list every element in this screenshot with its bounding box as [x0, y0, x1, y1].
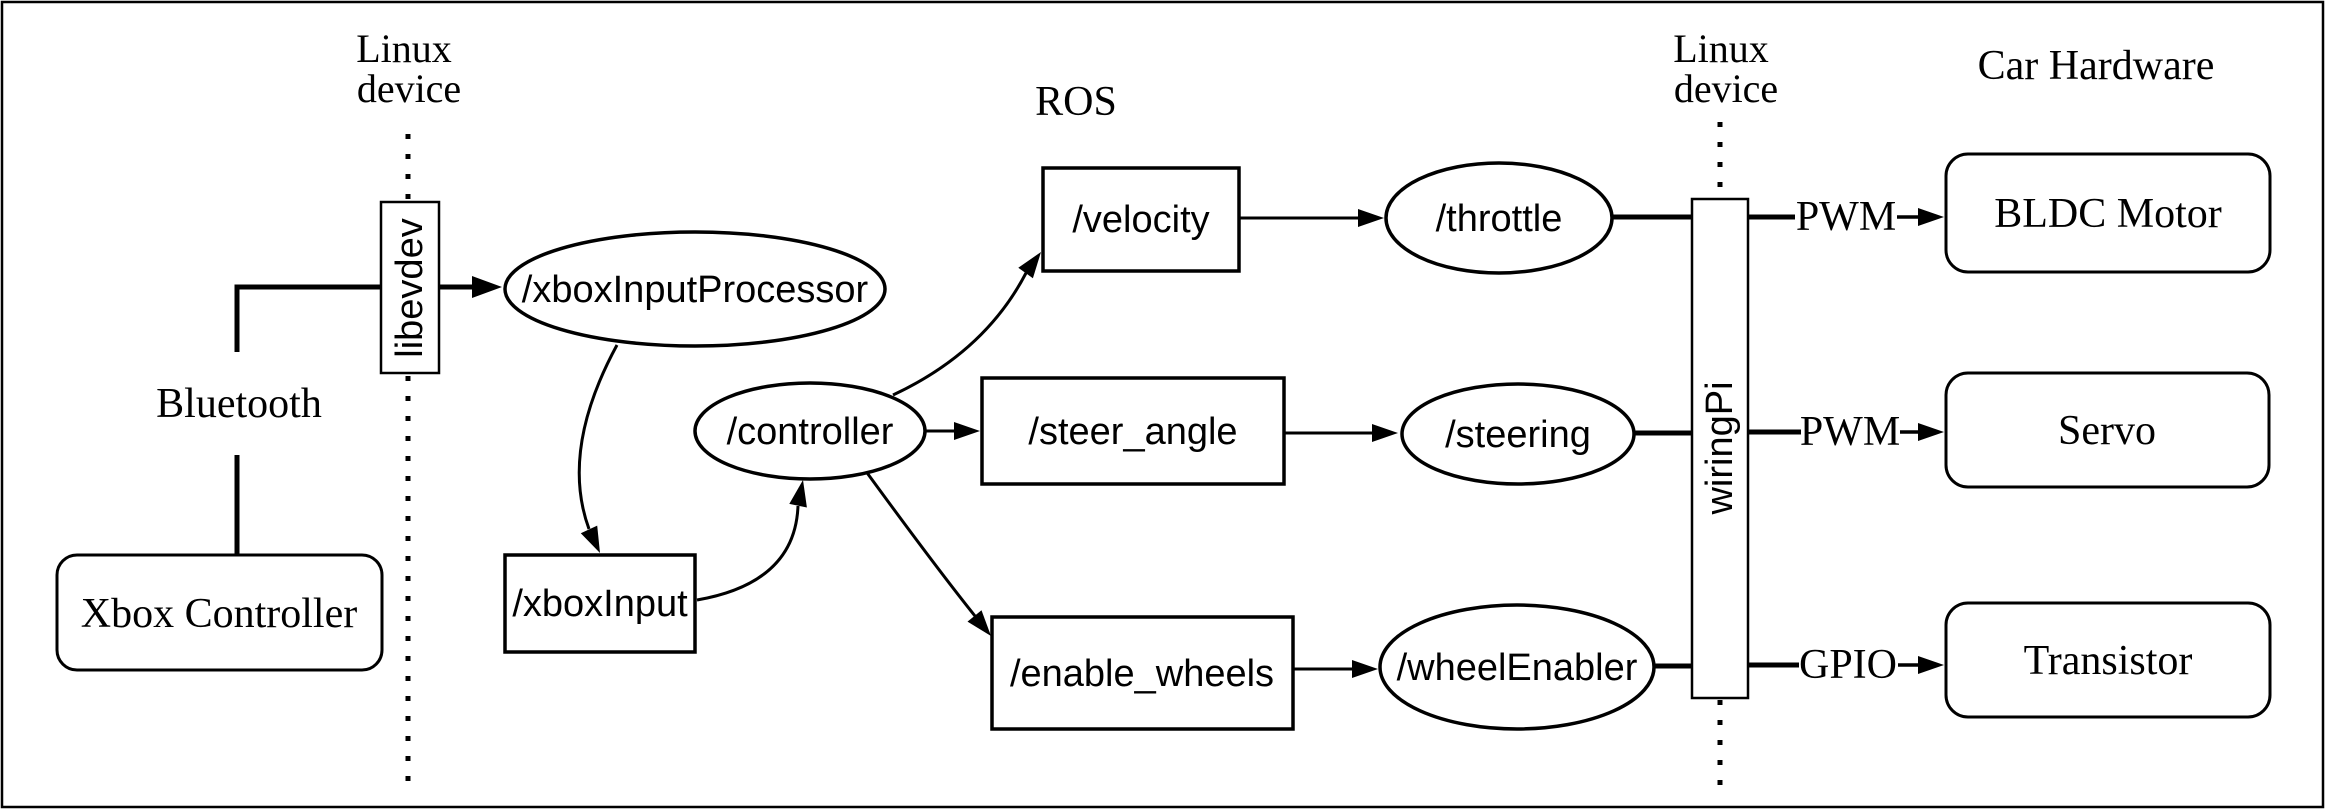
controller-label: /controller	[727, 411, 894, 453]
arrowhead-pwm-to-servo	[1918, 423, 1944, 441]
arrowhead-pwm-to-bldc	[1918, 208, 1944, 226]
label-car-hardware: Car Hardware	[1978, 43, 2215, 89]
xboxinputprocessor-label: /xboxInputProcessor	[522, 269, 869, 311]
label-pwm-middle: PWM	[1800, 409, 1900, 455]
servo-label: Servo	[2058, 408, 2156, 454]
arrowhead-xboxinput-to-controller	[789, 480, 807, 508]
label-linux-device-left-line2: device	[357, 66, 461, 111]
edge-controller-to-velocity	[892, 272, 1028, 397]
transistor-box	[1944, 601, 2272, 719]
wheelenabler-label: /wheelEnabler	[1397, 647, 1638, 689]
label-linux-device-right-line2: device	[1674, 66, 1778, 111]
servo-box	[1944, 371, 2271, 489]
bldc-motor-label: BLDC Motor	[1994, 191, 2222, 237]
steering-label: /steering	[1445, 414, 1591, 456]
label-linux-device-right: Linux device	[1673, 26, 1779, 111]
libevdev-label: libevdev	[389, 218, 431, 357]
arrowhead-controller-to-steer-angle	[954, 422, 980, 440]
arrowhead-velocity-to-throttle	[1358, 209, 1384, 227]
label-pwm-top: PWM	[1796, 194, 1896, 240]
xbox-controller-label: Xbox Controller	[81, 591, 357, 637]
throttle-label: /throttle	[1436, 198, 1563, 240]
enable-wheels-label: /enable_wheels	[1010, 653, 1274, 695]
label-bluetooth: Bluetooth	[156, 381, 322, 427]
xboxinputprocessor-ellipse	[503, 230, 887, 348]
arrowhead-gpio-to-transistor	[1918, 656, 1944, 674]
arrowhead-enable-wheels-to-wheelenabler	[1352, 660, 1378, 678]
edge-processor-to-xboxinput	[577, 344, 619, 530]
arrowhead-steer-angle-to-steering	[1372, 424, 1398, 442]
velocity-label: /velocity	[1072, 199, 1209, 241]
steering-ellipse	[1400, 382, 1636, 486]
transistor-label: Transistor	[2024, 638, 2193, 684]
bldc-motor-box	[1944, 152, 2272, 274]
arrowhead-controller-to-enable-wheels	[967, 610, 991, 636]
arrowhead-libevdev-to-processor	[472, 276, 502, 298]
edge-steering-to-pwm	[1634, 429, 1801, 436]
edge-controller-to-enable-wheels	[863, 469, 977, 617]
wiringpi-box	[1690, 197, 1750, 700]
edge-wheelenabler-to-gpio	[1654, 662, 1799, 669]
enable-wheels-box	[990, 615, 1295, 731]
wheelenabler-ellipse	[1378, 603, 1656, 731]
edge-xbox-to-libevdev	[234, 284, 472, 555]
wiringpi-label: wiringPi	[1699, 381, 1741, 515]
xboxinput-label: /xboxInput	[512, 583, 688, 625]
label-gpio: GPIO	[1799, 642, 1897, 688]
label-linux-device-left: Linux device	[356, 26, 462, 111]
arrowhead-processor-to-xboxinput	[580, 525, 600, 553]
velocity-box	[1041, 166, 1241, 273]
arrowhead-controller-to-velocity	[1018, 252, 1041, 279]
label-linux-device-right-line1: Linux	[1673, 26, 1769, 71]
controller-ellipse	[693, 381, 927, 481]
throttle-ellipse	[1384, 161, 1614, 275]
label-ros: ROS	[1035, 79, 1117, 125]
xbox-controller-box	[55, 553, 384, 672]
steer-angle-box	[980, 376, 1286, 486]
edge-xboxinput-to-controller	[696, 505, 800, 602]
libevdev-box	[379, 200, 441, 375]
label-linux-device-left-line1: Linux	[356, 26, 452, 71]
steer-angle-label: /steer_angle	[1028, 411, 1237, 453]
xboxinput-box	[503, 553, 697, 654]
